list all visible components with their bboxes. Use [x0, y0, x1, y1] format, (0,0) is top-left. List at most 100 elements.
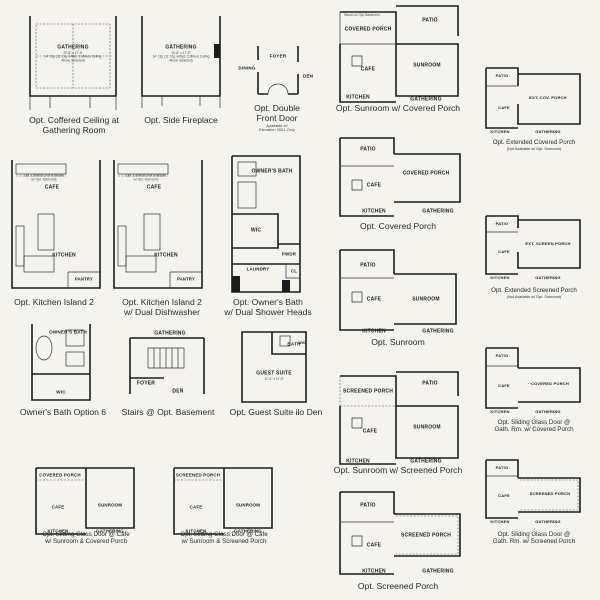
floorplan-drawing: [11, 160, 101, 289]
option-coffered-ceiling: GATHERING 20'-8" x 17'-0" 14' Clg. (11' …: [20, 12, 126, 122]
room-label-pwdr: PWDR: [281, 251, 297, 257]
room-label-patio: PATIO: [495, 464, 509, 470]
room-label-cafe: CAFE: [498, 492, 510, 498]
note-line-1: Available w/: [266, 123, 288, 128]
room-label-laundry: LAUNDRY: [246, 266, 270, 272]
caption-line-2: Front Door: [256, 112, 298, 123]
floorplan-drawing: [173, 467, 273, 535]
floorplan-drawing: [339, 137, 461, 217]
option-sunroom: PATIO SUNROOM CAFE KITCHEN GATHERING: [334, 244, 460, 338]
caption-sunroom-covered: Opt. Sunroom w/ Covered Porch: [335, 103, 461, 113]
room-label-wic: WIC: [56, 389, 66, 395]
room-label-covered-porch: COVERED PORCH: [39, 472, 81, 478]
note-line-2: Elevation 3001 Only: [259, 127, 295, 133]
caption-line-2: Gath. Rm. w/ Covered Porch: [494, 425, 574, 433]
caption-line-1: Opt. Sliding Glass Door @ Cafe: [180, 531, 268, 538]
room-label-kitchen: KITCHEN: [47, 528, 69, 534]
caption-ext-screened: Opt. Extended Screened Porch (Not Availa…: [491, 287, 577, 299]
room-label-cafe: CAFE: [366, 296, 382, 303]
room-label-gathering: GATHERING: [535, 518, 561, 524]
caption-sunroom: Opt. Sunroom: [371, 337, 425, 347]
room-label-kitchen: KITCHEN: [490, 518, 510, 524]
room-label-gathering: GATHERING: [422, 208, 454, 215]
option-sgd-screened-porch: PATIO SCREENED PORCH CAFE KITCHEN GATHER…: [482, 456, 586, 532]
option-kitchen-island-2: Opt. Cabinets (Not Available w/ Opt. Sun…: [8, 156, 106, 296]
bench-note: Bench w/ Opt. Basement: [344, 13, 380, 18]
room-label-foyer: FOYER: [136, 380, 156, 387]
caption-bath6: Owner's Bath Option 6: [19, 407, 107, 417]
cabinet-note: Opt. Cabinets (Not Available w/ Opt. Sun…: [126, 173, 166, 181]
floorplan-drawing: [129, 337, 205, 394]
room-label-pantry: PANTRY: [75, 276, 93, 282]
room-label-sunroom: SUNROOM: [97, 502, 123, 508]
option-side-fireplace: GATHERING 16'-8" x 17'-0" 14' Clg. (11' …: [136, 12, 226, 112]
room-label-cafe: CAFE: [498, 382, 510, 388]
caption-sgd-cafe-screened: Opt. Sliding Glass Door @ Cafe w/ Sunroo…: [180, 531, 268, 546]
caption-line-1: Opt. Sliding Glass Door @: [497, 419, 571, 426]
caption-line-2: w/ Sunroom & Covered Porch: [45, 537, 127, 545]
room-label-covered-porch: COVERED PORCH: [402, 170, 450, 177]
option-extended-covered-porch: PATIO EXT. COV. PORCH CAFE KITCHEN GATHE…: [482, 64, 586, 140]
room-label-screened-porch: SCREENED PORCH: [342, 388, 394, 395]
caption-line-2: Gath. Rm. w/ Screened Porch: [492, 537, 576, 545]
option-sgd-cafe-screened: SCREENED PORCH SUNROOM CAFE KITCHEN GATH…: [168, 462, 278, 542]
caption-owners-bath: Opt. Owner's Bath w/ Dual Shower Heads: [224, 297, 312, 317]
room-label-owners-bath: OWNER'S BATH: [251, 168, 293, 175]
room-label-kitchen: KITCHEN: [490, 274, 510, 280]
caption-line-1: Opt. Extended Covered Porch: [492, 139, 576, 146]
caption-line-2: w/ Dual Shower Heads: [224, 306, 312, 317]
cabinet-note: Opt. Cabinets (Not Available w/ Opt. Sun…: [24, 173, 64, 181]
room-label-kitchen: KITCHEN: [185, 528, 207, 534]
room-label-screened-porch: SCREENED PORCH: [529, 490, 571, 496]
caption-screened-porch: Opt. Screened Porch: [357, 581, 439, 591]
room-label-kitchen: KITCHEN: [362, 208, 386, 215]
caption-sgd-covered: Opt. Sliding Glass Door @ Gath. Rm. w/ C…: [494, 419, 574, 434]
caption-line-1: Opt. Kitchen Island 2: [122, 297, 202, 307]
room-label-cafe: CAFE: [360, 66, 376, 73]
caption-coffered: Opt. Coffered Ceiling at Gathering Room: [29, 115, 119, 135]
room-label-patio: PATIO: [495, 352, 509, 358]
room-label-kitchen: KITCHEN: [154, 252, 178, 259]
room-label-patio: PATIO: [360, 262, 376, 269]
caption-line-2: (Not Available w/ Opt. Sunroom): [506, 294, 562, 299]
option-kitchen-dual-dishwasher: Opt. Cabinets (Not Available w/ Opt. Sun…: [110, 156, 208, 296]
room-label-cafe: CAFE: [498, 248, 510, 254]
room-label-cafe: CAFE: [366, 182, 382, 189]
room-label-wic: WIC: [250, 227, 262, 234]
floorplan-drawing: [29, 16, 117, 110]
caption-line-2: w/ Dual Dishwasher: [124, 306, 200, 317]
room-label-gathering: GATHERING: [165, 44, 197, 51]
room-dims: 16'-8" x 17'-0": [171, 51, 191, 56]
caption-ext-covered: Opt. Extended Covered Porch (Not Availab…: [492, 139, 576, 151]
option-guest-suite: BATH WIC GUEST SUITE 12'-4" x 11'-0": [236, 326, 312, 406]
room-label-cafe: CAFE: [146, 184, 162, 191]
room-label-patio: PATIO: [360, 146, 376, 153]
option-sgd-covered-porch: PATIO COVERED PORCH CAFE KITCHEN GATHERI…: [482, 344, 586, 420]
room-label-gathering: GATHERING: [57, 44, 89, 51]
room-label-ext-covered-porch: EXT. COV. PORCH: [529, 94, 567, 100]
room-label-dining: DINING: [238, 65, 256, 71]
room-label-cafe: CAFE: [498, 104, 510, 110]
room-label-sunroom: SUNROOM: [413, 424, 441, 431]
room-dims: 20'-8" x 17'-0": [63, 51, 83, 56]
floorplan-drawing: [339, 491, 461, 575]
option-owners-bath-dual-shower: OWNER'S BATH WIC PWDR LAUNDRY CL: [226, 152, 308, 298]
room-label-den: DEN: [302, 73, 314, 79]
caption-line-1: Opt. Coffered Ceiling at: [29, 115, 119, 125]
caption-line-1: Opt. Sliding Glass Door @: [497, 531, 571, 538]
caption-kitchen-island: Opt. Kitchen Island 2: [14, 297, 94, 307]
caption-line-1: Opt. Double: [254, 103, 300, 113]
room-label-wic: WIC: [298, 341, 306, 346]
option-covered-porch: PATIO COVERED PORCH CAFE KITCHEN GATHERI…: [334, 132, 464, 222]
caption-double-door: Opt. Double Front Door: [254, 103, 300, 123]
room-label-gathering: GATHERING: [96, 528, 124, 534]
caption-kitchen-dish: Opt. Kitchen Island 2 w/ Dual Dishwasher: [122, 297, 202, 317]
room-label-kitchen: KITCHEN: [346, 458, 370, 465]
room-label-kitchen: KITCHEN: [362, 568, 386, 575]
caption-guest-suite: Opt. Guest Suite ilo Den: [229, 407, 323, 417]
caption-sunroom-screened: Opt. Sunroom w/ Screened Porch: [333, 465, 463, 475]
floorplan-drawing: [485, 215, 581, 275]
caption-sgd-cafe-covered: Opt. Sliding Glass Door @ Cafe w/ Sunroo…: [42, 531, 129, 546]
option-owners-bath-6: OWNER'S BATH WIC: [26, 318, 96, 406]
room-label-patio: PATIO: [495, 72, 509, 78]
